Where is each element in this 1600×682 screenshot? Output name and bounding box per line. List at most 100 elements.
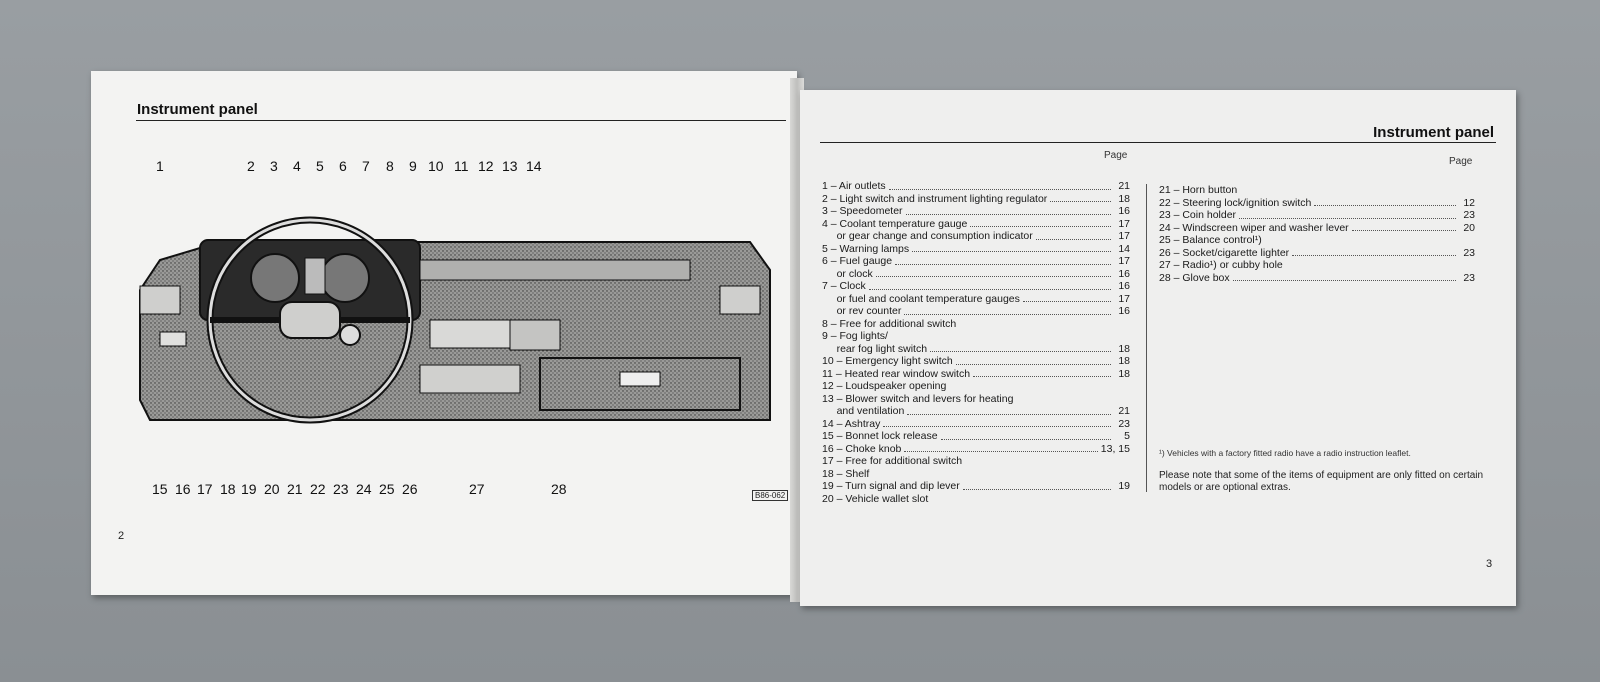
footnote: ¹) Vehicles with a factory fitted radio … bbox=[1159, 448, 1411, 458]
callout-label: 2 bbox=[247, 158, 255, 174]
index-page: 17 bbox=[1118, 255, 1130, 267]
callout-label: 17 bbox=[197, 481, 213, 497]
index-page: 18 bbox=[1118, 342, 1130, 355]
callout-label: 20 bbox=[264, 481, 280, 497]
callout-label: 28 bbox=[551, 481, 567, 497]
leader-dots bbox=[904, 305, 1111, 315]
warning-lamps bbox=[304, 257, 326, 295]
leader-dots bbox=[973, 368, 1111, 377]
index-page: 18 bbox=[1118, 192, 1130, 205]
index-list-left: 1 – Air outlets 21 2 – Light switch and in… bbox=[822, 180, 1130, 505]
index-row: 16 – Choke knob 13, 15 bbox=[822, 443, 1130, 456]
index-row: 13 – Blower switch and levers for heatin… bbox=[822, 393, 1130, 406]
index-label: 7 – Clock bbox=[822, 280, 866, 292]
leader-dots bbox=[907, 405, 1111, 415]
index-row: or gear change and consumption indicator… bbox=[822, 230, 1130, 243]
right-page-title: Instrument panel bbox=[1373, 124, 1494, 141]
index-label: 8 – Free for additional switch bbox=[822, 317, 957, 330]
right-page: Instrument panel 3 bbox=[800, 90, 1516, 606]
index-row: 3 – Speedometer 16 bbox=[822, 205, 1130, 218]
index-label: 11 – Heated rear window switch bbox=[822, 367, 971, 380]
leader-dots bbox=[1232, 272, 1456, 281]
index-page: 16 bbox=[1118, 280, 1130, 292]
column-divider bbox=[1146, 184, 1147, 492]
index-label: 6 – Fuel gauge bbox=[822, 255, 893, 267]
index-label: 16 – Choke knob bbox=[822, 442, 902, 455]
index-label: 12 – Loudspeaker opening bbox=[822, 380, 947, 392]
equipment-note: Please note that some of the items of eq… bbox=[1159, 470, 1484, 493]
bonnet-release bbox=[159, 331, 187, 347]
callout-label: 14 bbox=[526, 158, 542, 174]
callout-label: 21 bbox=[287, 481, 303, 497]
callout-label: 23 bbox=[333, 481, 349, 497]
index-page: 13, 15 bbox=[1100, 442, 1130, 455]
callout-label: 24 bbox=[356, 481, 372, 497]
index-label: 10 – Emergency light switch bbox=[822, 355, 953, 367]
index-page: 14 bbox=[1118, 242, 1130, 255]
index-label: or gear change and consumption indicator bbox=[822, 230, 1033, 242]
speedometer-dial bbox=[250, 253, 300, 303]
index-label: 22 – Steering lock/ignition switch bbox=[1159, 196, 1312, 209]
index-label: 15 – Bonnet lock release bbox=[822, 430, 938, 442]
index-row: 20 – Vehicle wallet slot bbox=[822, 493, 1130, 506]
index-page: 16 bbox=[1118, 205, 1130, 217]
callout-label: 19 bbox=[241, 481, 257, 497]
callout-label: 18 bbox=[220, 481, 236, 497]
index-label: 4 – Coolant temperature gauge bbox=[822, 217, 968, 230]
index-row: 18 – Shelf bbox=[822, 468, 1130, 481]
index-label: 3 – Speedometer bbox=[822, 205, 903, 217]
callout-label: 1 bbox=[156, 158, 164, 174]
index-page: 19 bbox=[1118, 480, 1130, 492]
index-label: 27 – Radio¹) or cubby hole bbox=[1159, 259, 1283, 271]
index-row: 8 – Free for additional switch bbox=[822, 318, 1130, 331]
instrument-panel-diagram bbox=[139, 216, 771, 424]
ashtray bbox=[509, 319, 561, 351]
callout-label: 13 bbox=[502, 158, 518, 174]
index-row: 27 – Radio¹) or cubby hole bbox=[1159, 259, 1475, 272]
index-label: 20 – Vehicle wallet slot bbox=[822, 492, 929, 505]
callout-label: 15 bbox=[152, 481, 168, 497]
steering-hub bbox=[279, 301, 341, 339]
callout-label: 9 bbox=[409, 158, 417, 174]
index-label: 17 – Free for additional switch bbox=[822, 455, 963, 467]
index-label: 2 – Light switch and instrument lighting… bbox=[822, 192, 1048, 205]
callout-label: 8 bbox=[386, 158, 394, 174]
index-row: 2 – Light switch and instrument lighting… bbox=[822, 193, 1130, 206]
leader-dots bbox=[905, 205, 1111, 215]
index-page: 21 bbox=[1118, 405, 1130, 417]
callout-label: 5 bbox=[316, 158, 324, 174]
index-label: 21 – Horn button bbox=[1159, 184, 1238, 196]
index-row: 15 – Bonnet lock release 5 bbox=[822, 430, 1130, 443]
leader-dots bbox=[1022, 293, 1111, 302]
page-column-header: Page bbox=[1449, 156, 1473, 167]
index-row: 1 – Air outlets 21 bbox=[822, 180, 1130, 193]
index-page: 21 bbox=[1118, 180, 1130, 192]
index-row: 6 – Fuel gauge 17 bbox=[822, 255, 1130, 268]
leader-dots bbox=[875, 268, 1111, 277]
index-page: 17 bbox=[1118, 292, 1130, 305]
index-label: 1 – Air outlets bbox=[822, 180, 886, 192]
ignition-lock bbox=[339, 324, 361, 346]
page-column-header: Page bbox=[1104, 150, 1128, 161]
leader-dots bbox=[962, 480, 1111, 490]
callout-label: 22 bbox=[310, 481, 326, 497]
callout-label: 11 bbox=[454, 158, 469, 174]
index-page: 16 bbox=[1118, 267, 1130, 280]
leader-dots bbox=[895, 255, 1111, 265]
index-page: 17 bbox=[1118, 217, 1130, 230]
radio-slot bbox=[419, 364, 521, 394]
index-page: 5 bbox=[1124, 430, 1130, 442]
right-page-number: 3 bbox=[1486, 558, 1493, 570]
leader-dots bbox=[940, 430, 1111, 440]
index-row: 4 – Coolant temperature gauge 17 bbox=[822, 218, 1130, 231]
